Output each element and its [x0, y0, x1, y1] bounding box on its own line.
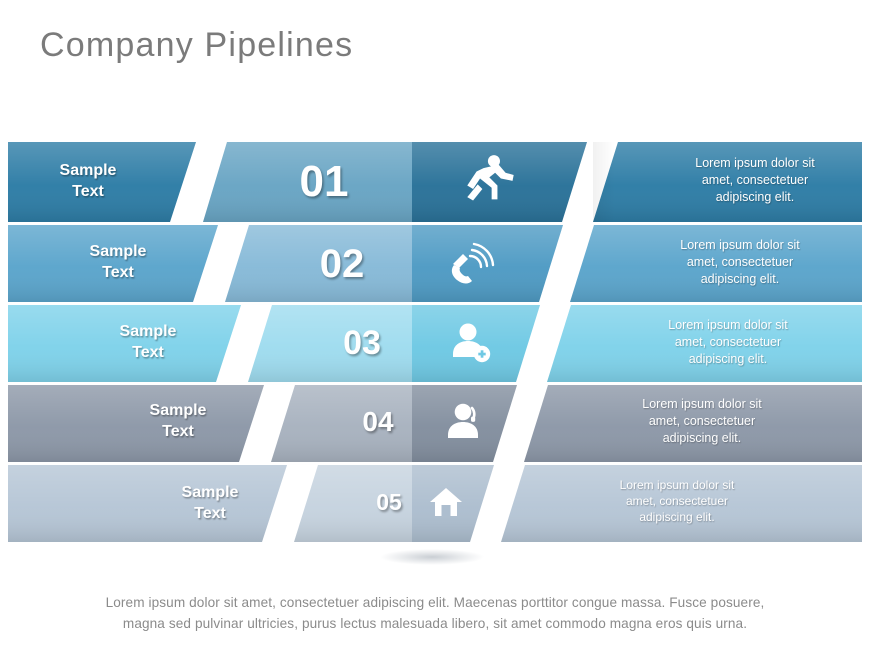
- funnel-diagram: [8, 142, 862, 565]
- row-1-icon-panel-gloss: [412, 142, 587, 222]
- row-2-description-panel-gloss: [570, 225, 862, 302]
- row-1-panel-edge-shade: [593, 142, 615, 222]
- funnel-row-1[interactable]: [8, 142, 862, 222]
- row-5-number-panel-gloss: [294, 465, 412, 542]
- funnel-row-5[interactable]: [8, 465, 862, 542]
- row-2-number-panel-gloss: [225, 225, 412, 302]
- home-icon: [430, 488, 462, 516]
- funnel-row-2[interactable]: [8, 225, 862, 302]
- row-1-left-bar-gloss: [8, 142, 196, 222]
- support-agent-icon: [448, 403, 478, 438]
- row-1-number-panel-gloss: [203, 142, 412, 222]
- row-3-number-panel-gloss: [248, 305, 412, 382]
- row-5-description-panel-gloss: [501, 465, 862, 542]
- row-4-left-bar-gloss: [8, 385, 264, 462]
- row-2-left-bar-gloss: [8, 225, 218, 302]
- funnel-ground-shadow: [380, 549, 484, 565]
- funnel-row-3[interactable]: [8, 305, 862, 382]
- footer-caption: Lorem ipsum dolor sit amet, consectetuer…: [105, 595, 765, 631]
- row-4-number-panel-gloss: [271, 385, 412, 462]
- row-4-description-panel-gloss: [524, 385, 862, 462]
- row-3-description-panel-gloss: [547, 305, 862, 382]
- row-1-description-panel-gloss: [593, 142, 862, 222]
- row-5-left-bar-gloss: [8, 465, 287, 542]
- funnel-row-4[interactable]: [8, 385, 862, 462]
- add-user-icon: [453, 323, 491, 363]
- row-3-left-bar-gloss: [8, 305, 241, 382]
- ringing-phone-icon: [451, 242, 495, 284]
- page-title: Company Pipelines: [40, 26, 354, 64]
- running-person-icon: [467, 155, 514, 201]
